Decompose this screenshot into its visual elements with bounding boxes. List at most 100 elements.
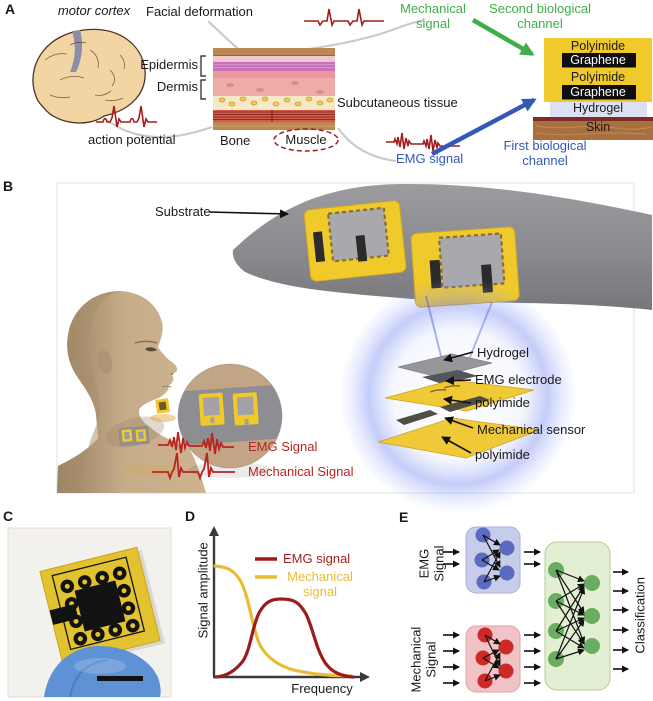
panel-d-label: D xyxy=(185,508,196,524)
skin-cross-section xyxy=(213,48,335,130)
scale-bar xyxy=(97,676,143,681)
dermis-label: Dermis xyxy=(156,79,198,94)
fat-cells xyxy=(218,96,334,107)
mechanical-waveform-b xyxy=(152,452,235,481)
legend-emg-label: EMG signal xyxy=(283,551,351,566)
brain-sulci xyxy=(44,41,125,102)
graphene-center-pad xyxy=(74,580,126,632)
mechanical-signal-label-b: Mechanical Signal xyxy=(248,464,354,479)
classification-label: Classification xyxy=(632,576,648,654)
exploded-polyimide-top xyxy=(384,379,535,412)
panel-b-label: B xyxy=(3,178,14,194)
magnified-inset xyxy=(177,363,283,478)
emg-signal-label-b: EMG Signal xyxy=(248,439,318,454)
jaw-patch xyxy=(155,398,170,414)
jaw-patch-glow xyxy=(150,414,176,422)
exploded-mech-sensor-a xyxy=(396,410,438,425)
emg-signal-label: EMG signal xyxy=(396,151,464,166)
panel-c-label: C xyxy=(3,508,14,524)
panel-b-border xyxy=(56,182,635,494)
lips xyxy=(161,385,172,388)
fusion-nodes xyxy=(548,562,600,667)
device-stack xyxy=(533,38,653,140)
first-channel-label: First biological channel xyxy=(503,138,587,168)
graphene-layer-bottom xyxy=(562,85,636,100)
mech-node-links xyxy=(482,634,501,682)
panel-e-label: E xyxy=(399,509,409,525)
signal-amplitude-axis-label: Signal amplitude xyxy=(195,542,211,639)
eyebrow xyxy=(134,340,158,344)
panel-a-graphics xyxy=(32,8,653,162)
connector-facial-to-skin xyxy=(207,20,243,53)
x-axis-arrowhead xyxy=(360,672,370,682)
gloved-thumb xyxy=(44,645,161,697)
mechanical-signal-curve xyxy=(213,564,353,678)
exploded-view xyxy=(377,353,541,459)
action-potential-waveform xyxy=(96,105,157,128)
first-channel-arrow xyxy=(430,98,537,156)
panel-e-graphics xyxy=(443,526,629,693)
signal-flow-arrows xyxy=(443,548,629,687)
exploded-label-arrows xyxy=(441,351,474,454)
motor-cortex-label: motor cortex xyxy=(57,3,131,18)
mech-input-label: Mechanical Signal xyxy=(408,626,438,693)
emg-electrode-label: EMG electrode xyxy=(475,372,562,387)
emg-subnet-box xyxy=(465,526,521,594)
panel-d-graphics xyxy=(209,526,370,682)
hydrogel-label: Hydrogel xyxy=(477,345,530,360)
second-channel-arrow xyxy=(471,18,535,56)
beam-line-left xyxy=(425,295,443,361)
mech-nodes xyxy=(475,627,514,689)
contact-tab xyxy=(49,604,79,625)
panel-a-label: A xyxy=(5,1,16,17)
emg-node-links xyxy=(481,534,501,583)
emg-signal-curve xyxy=(214,597,355,679)
substrate-arrow xyxy=(208,209,289,219)
graphene-serpentine-ring xyxy=(60,566,140,646)
emg-nodes xyxy=(474,527,515,590)
connector-brain-to-skin xyxy=(103,117,213,139)
hydrogel-layer xyxy=(550,102,647,117)
facial-deformation-label: Facial deformation xyxy=(146,4,253,19)
y-axis-arrowhead xyxy=(209,526,219,536)
chest-reflection xyxy=(122,464,178,476)
second-channel-label: Second biological channel xyxy=(489,1,591,31)
ear xyxy=(97,350,113,374)
subcutaneous-label: Subcutaneous tissue xyxy=(337,95,458,110)
stack-skin-label: Skin xyxy=(585,120,611,134)
mechanical-signal-label: Mechanical signal xyxy=(400,1,466,31)
action-potential-label: action potential xyxy=(88,132,176,147)
connector-muscle-to-emg xyxy=(337,127,397,162)
emg-input-label: EMG Signal xyxy=(416,545,446,582)
head-shadow xyxy=(57,291,118,493)
legend-mech-label: Mechanical signal xyxy=(287,569,353,599)
substrate-patch-1 xyxy=(303,200,407,282)
brain-illustration xyxy=(32,28,146,124)
panel-c-graphics xyxy=(7,527,172,698)
muscle-ellipse xyxy=(273,128,339,152)
mechanical-sensor-label: Mechanical sensor xyxy=(477,422,586,437)
connector-skin-to-mechanical xyxy=(301,19,425,51)
stack-graphene-bottom-label: Graphene xyxy=(570,85,626,99)
mechanical-waveform-a xyxy=(304,8,384,28)
polyimide-top-label: polyimide xyxy=(475,395,530,410)
dermis-bracket xyxy=(200,79,206,100)
exploded-polyimide-bottom xyxy=(377,417,541,459)
exploded-mech-sensor-b xyxy=(440,396,490,412)
muscle-striations xyxy=(213,111,335,120)
neck-patch xyxy=(118,425,150,447)
dermis-texture xyxy=(226,81,324,94)
polyimide-bottom-label: polyimide xyxy=(475,447,530,462)
epidermis-label: Epidermis xyxy=(140,57,198,72)
stack-graphene-top-label: Graphene xyxy=(570,53,626,67)
bone-label: Bone xyxy=(220,133,251,148)
panel-b-graphics xyxy=(56,182,652,513)
frequency-axis-label: Frequency xyxy=(291,681,353,696)
motor-cortex-region xyxy=(70,30,83,72)
stack-polyimide-bottom-label: Polyimide xyxy=(570,70,626,84)
emg-waveform-b xyxy=(158,431,234,455)
stack-polyimide-top-label: Polyimide xyxy=(570,39,626,53)
graphene-layer-top xyxy=(562,53,636,68)
